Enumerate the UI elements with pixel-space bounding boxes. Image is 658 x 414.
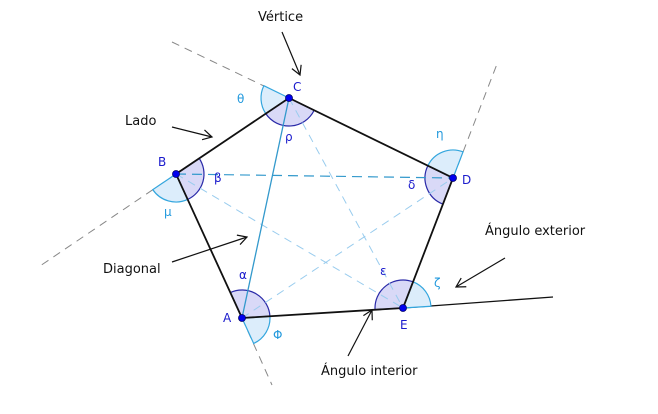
angle-label-beta: β bbox=[214, 171, 222, 185]
label-exterior-angle: Ángulo exterior bbox=[485, 224, 586, 239]
angle-label-delta: δ bbox=[408, 178, 416, 192]
extension-ba bbox=[241, 317, 273, 386]
diagonals bbox=[175, 97, 454, 319]
arrow-side bbox=[171, 126, 214, 141]
angle-label-theta: θ bbox=[237, 92, 245, 106]
extension-dc bbox=[171, 41, 290, 99]
pentagon bbox=[174, 96, 455, 319]
label-diagonal: Diagonal bbox=[103, 262, 161, 277]
vertex-point-c[interactable] bbox=[285, 94, 293, 102]
label-side: Lado bbox=[125, 114, 157, 129]
diagonal-bd bbox=[175, 173, 454, 179]
angle-label-epsilon: ε bbox=[380, 264, 387, 278]
angle-label-eta: η bbox=[436, 127, 444, 141]
vertex-label-e: E bbox=[400, 318, 408, 332]
arrow-interior-angle bbox=[347, 308, 373, 357]
interior-angle-e bbox=[374, 279, 414, 311]
exterior-angle-d bbox=[427, 149, 464, 179]
vertex-point-d[interactable] bbox=[449, 174, 457, 182]
angle-label-alpha: α bbox=[239, 268, 247, 282]
angle-label-rho: ρ bbox=[285, 130, 293, 144]
label-interior-angle: Ángulo interior bbox=[321, 364, 418, 379]
angle-label-zeta: ζ bbox=[434, 276, 441, 290]
vertex-point-e[interactable] bbox=[399, 304, 407, 312]
exterior-angle-a bbox=[241, 315, 271, 345]
interior-angle-a bbox=[229, 289, 271, 319]
vertex-point-a[interactable] bbox=[238, 314, 246, 322]
diagonal-ce bbox=[288, 97, 404, 309]
label-vertex: Vértice bbox=[258, 10, 304, 25]
vertex-label-d: D bbox=[462, 173, 472, 187]
angle-label-phi: Φ bbox=[273, 328, 283, 342]
angle-label-mu: μ bbox=[164, 205, 172, 219]
diagonal-ad bbox=[241, 177, 454, 319]
arrow-diagonal bbox=[171, 234, 249, 263]
annotation-arrows bbox=[171, 31, 506, 357]
diagonal-ac bbox=[241, 97, 290, 319]
diagonal-be bbox=[175, 173, 404, 309]
arrow-vertex bbox=[281, 31, 302, 77]
vertex-label-a: A bbox=[223, 311, 232, 325]
vertex-label-b: B bbox=[158, 155, 167, 169]
vertex-point-b[interactable] bbox=[172, 170, 180, 178]
arrow-exterior-angle bbox=[454, 257, 506, 288]
vertex-label-c: C bbox=[293, 80, 302, 94]
vertex-points bbox=[172, 94, 457, 322]
